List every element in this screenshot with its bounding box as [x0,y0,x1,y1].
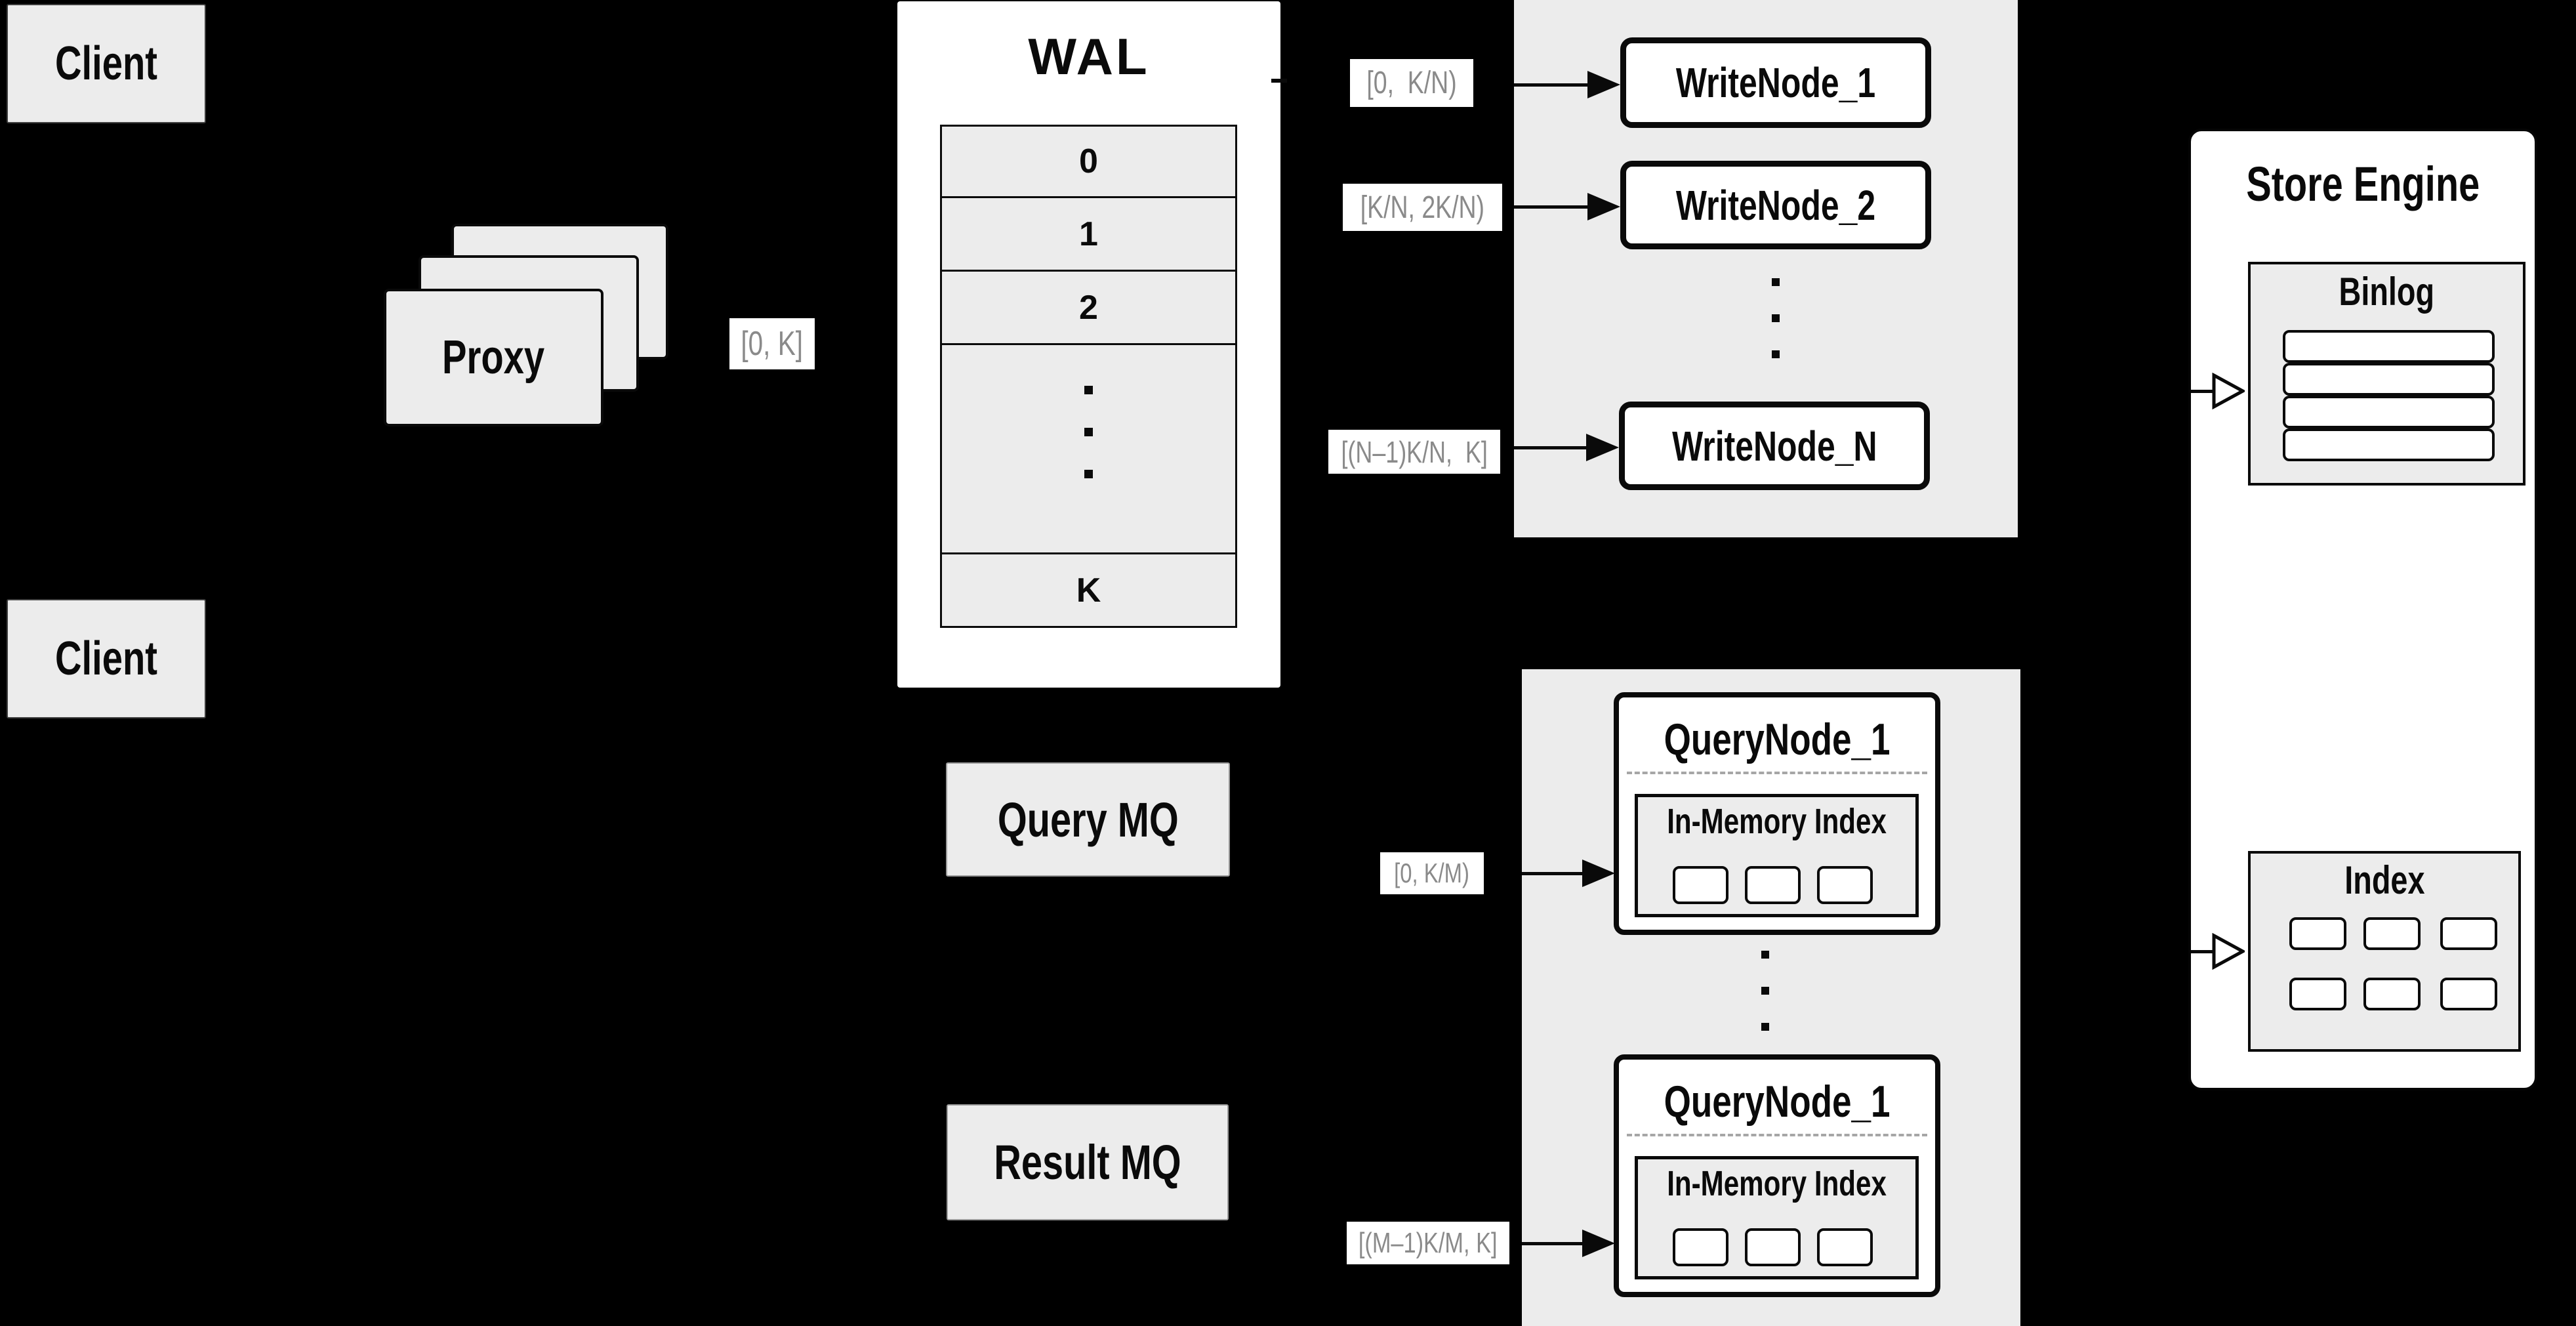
ellipsis-dot [1084,428,1093,436]
ellipsis-dot [1761,987,1769,995]
index-segment [2289,917,2346,950]
wal-row-ellipsis [940,343,1237,554]
dashed-divider [1627,1134,1927,1136]
arrow-solid-icon [1587,193,1620,220]
index-segment [1673,866,1728,904]
index-segment [2363,917,2421,950]
client-top-label: Client [54,37,157,90]
proxy-label: Proxy [442,331,545,384]
index-segment [2363,978,2421,1010]
client-box-bottom: Client [7,599,206,718]
wal-outgoing-arrow-stub [1271,79,1287,83]
in-memory-index-top-title: In-Memory Index [1667,802,1887,841]
query-node-top-title: QueryNode_1 [1664,715,1891,764]
range-label-querynode-m: [(M–1)K/M, K] [1347,1222,1509,1264]
dashed-divider [1627,772,1927,774]
binlog-row [2283,363,2495,396]
ellipsis-dot [1084,386,1093,394]
index-segment [1817,866,1873,904]
range-label-writenode-2: [K/N, 2K/N) [1343,184,1502,231]
wal-row-1: 1 [940,196,1237,272]
index-segment [2440,917,2497,950]
index-segment [1745,866,1801,904]
index-segment [2440,978,2497,1010]
store-engine-title: Store Engine [2246,156,2480,211]
ellipsis-dot [1772,314,1780,322]
range-label-writenode-n: [(N–1)K/N, K] [1328,430,1500,474]
index-segment [1817,1228,1873,1266]
result-mq-box: Result MQ [947,1104,1229,1220]
arrow-line [1514,446,1586,449]
ellipsis-dot [1761,1023,1769,1031]
range-label-proxy-wal: [0, K] [729,318,815,369]
write-node-n: WriteNode_N [1619,402,1930,490]
ellipsis-dot [1772,350,1780,358]
index-title: Index [2344,858,2425,902]
wal-row-0: 0 [940,125,1237,198]
wal-row-k: K [940,552,1237,628]
arrow-solid-icon [1587,71,1620,98]
ellipsis-dot [1761,951,1769,959]
arrow-line [1514,83,1587,87]
wal-title: WAL [1028,27,1150,85]
arrow-solid-icon [1586,434,1619,461]
arrow-hollow-icon [2212,933,2245,970]
in-memory-index-bottom-title: In-Memory Index [1667,1164,1887,1203]
ellipsis-dot [1772,278,1780,286]
index-box [2248,851,2521,1052]
arrow-line [2191,950,2215,953]
index-segment [1745,1228,1801,1266]
arrow-solid-icon [1582,860,1615,887]
arrow-line [1522,1242,1582,1245]
range-label-writenode-1: [0, K/N) [1350,59,1473,107]
index-segment [2289,978,2346,1010]
query-node-bottom-title: QueryNode_1 [1664,1077,1891,1127]
arrow-line [1522,872,1582,875]
arrow-hollow-icon [2212,373,2245,409]
write-node-1: WriteNode_1 [1620,37,1931,128]
arrow-solid-icon [1582,1230,1615,1257]
arrow-line [2191,390,2215,393]
binlog-title: Binlog [2339,269,2435,314]
client-box-top: Client [7,4,206,123]
arrow-line [1514,205,1587,209]
client-bottom-label: Client [54,632,157,685]
wal-row-2: 2 [940,270,1237,345]
binlog-row [2283,330,2495,363]
query-mq-box: Query MQ [946,762,1230,877]
binlog-row [2283,428,2495,461]
binlog-row [2283,396,2495,428]
ellipsis-dot [1084,470,1093,478]
range-label-querynode-1: [0, K/M) [1380,852,1484,894]
proxy-box: Proxy [384,289,603,426]
index-segment [1673,1228,1728,1266]
write-node-2: WriteNode_2 [1620,161,1931,249]
